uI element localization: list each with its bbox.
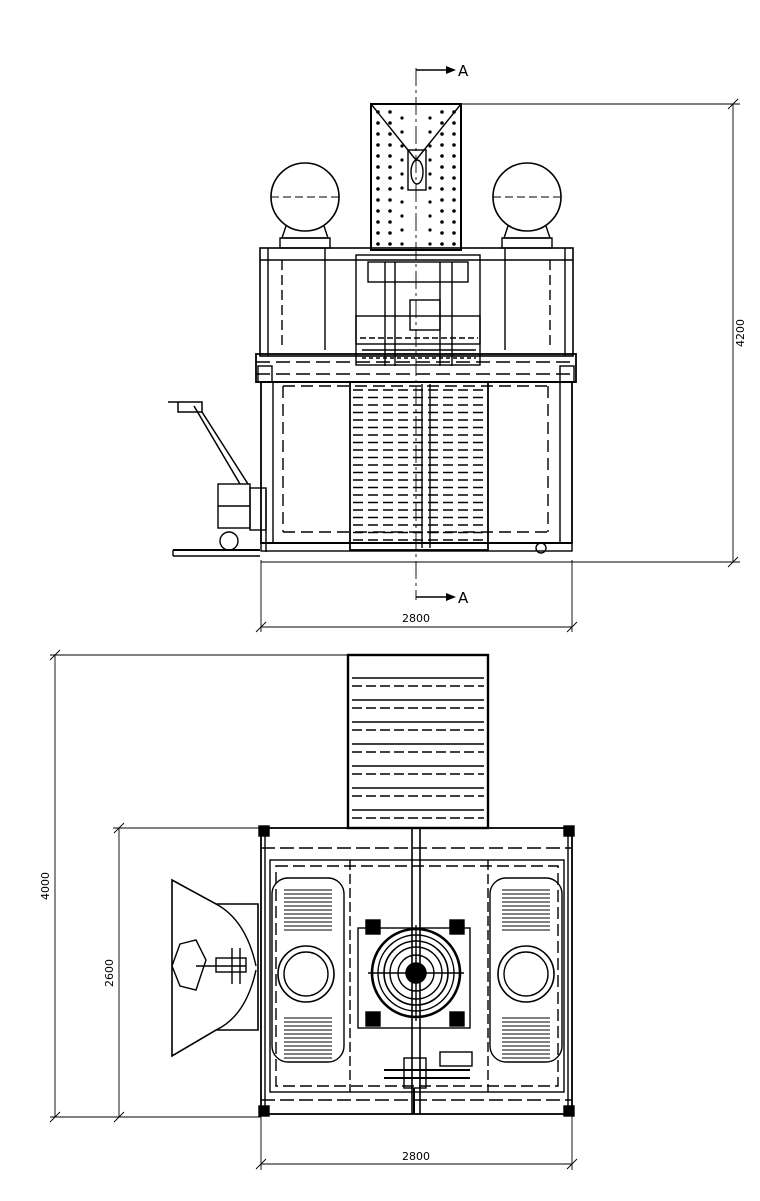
section-label-top: A [458,62,469,80]
perforation-holes [376,110,456,246]
section-line [415,66,456,601]
hand-cart [168,401,267,557]
plan-width-dimension: 2800 [402,1150,430,1163]
section-label-bottom: A [458,589,469,607]
right-grill [502,889,550,1059]
front-height-dimension: 4200 [734,319,747,347]
left-grill [284,889,332,1059]
upper-frame [259,247,574,357]
lower-body [260,381,573,544]
base-plate [260,542,573,563]
central-rotor [357,919,471,1029]
conveyor-section [346,653,490,830]
front-width-dimension: 2800 [402,612,430,625]
conveyor-slats [352,677,484,819]
louvre-lines [353,389,485,541]
plan-body-length-dimension: 2600 [103,959,116,987]
feed-funnel [171,878,259,1058]
front-dimensions [255,98,740,633]
central-mechanism [355,254,481,366]
plan-dimensions [49,649,578,1170]
front-elevation-view [168,66,740,633]
left-sphere-tank [270,162,340,249]
plan-total-length-dimension: 4000 [39,872,52,900]
plan-view [49,649,578,1170]
main-frame [258,825,575,1117]
right-sphere-tank [492,162,562,249]
louvre-stack [349,381,489,551]
lower-actuator [384,1051,473,1114]
right-tank [489,877,563,1063]
left-tank [271,877,345,1063]
